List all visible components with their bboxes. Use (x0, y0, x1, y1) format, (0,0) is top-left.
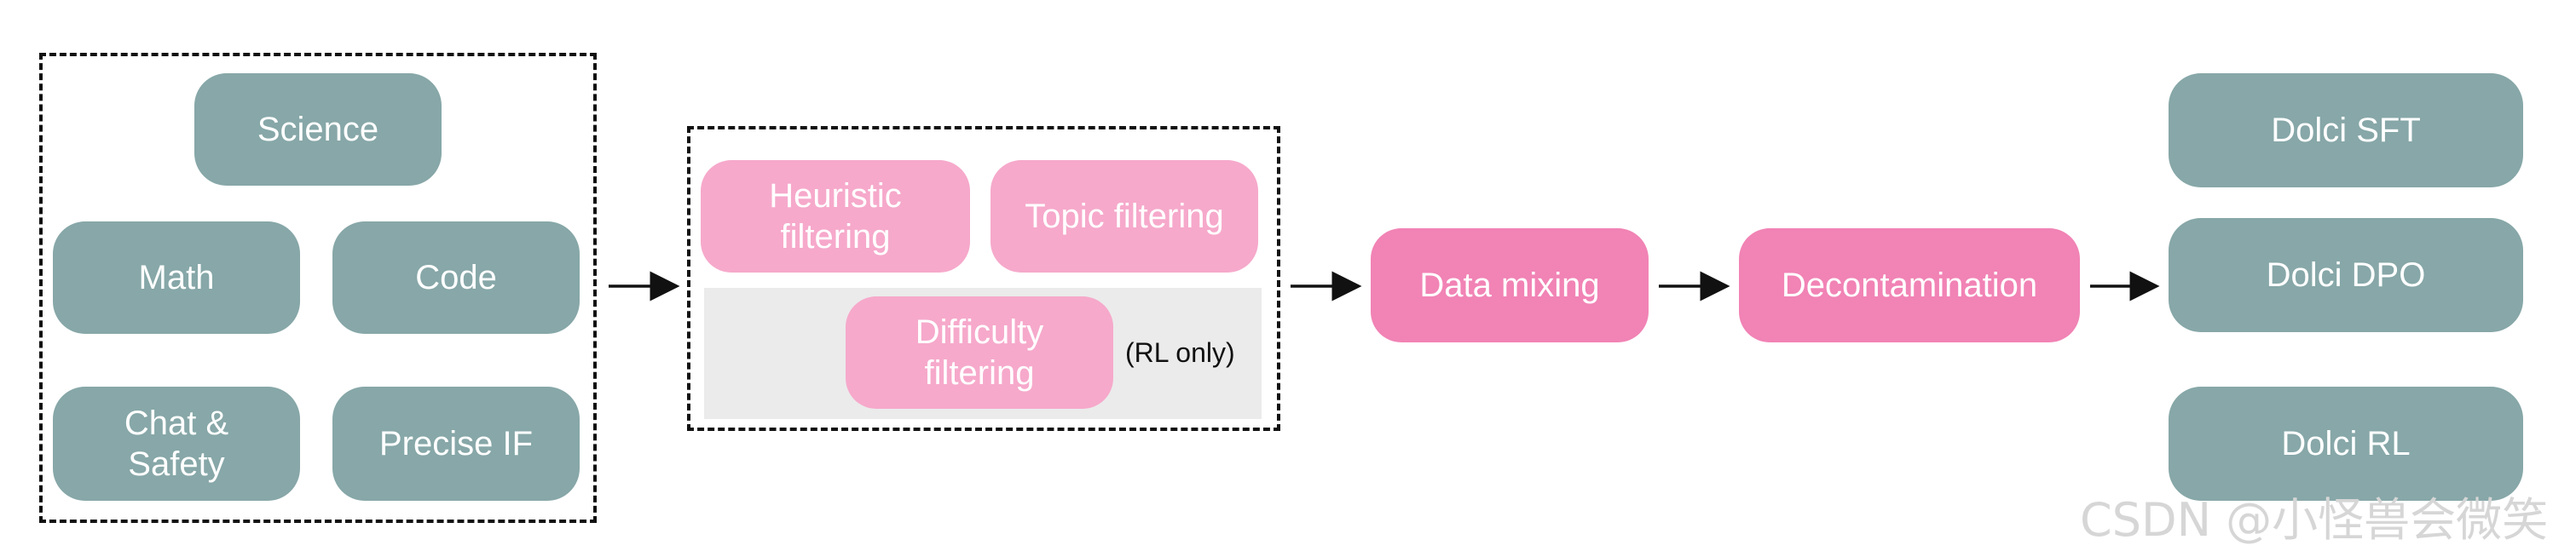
difficulty-filtering-box: Difficulty filtering (846, 296, 1113, 409)
heuristic-filtering-box: Heuristic filtering (701, 160, 970, 273)
decontamination-box: Decontamination (1739, 228, 2080, 342)
science-box: Science (194, 73, 442, 186)
data-mixing-box: Data mixing (1371, 228, 1649, 342)
code-box: Code (332, 221, 580, 334)
precise-if-box: Precise IF (332, 387, 580, 501)
chat-safety-box: Chat & Safety (53, 387, 300, 501)
topic-filtering-box: Topic filtering (991, 160, 1258, 273)
dolci-dpo-box: Dolci DPO (2169, 218, 2523, 332)
rl-only-label: (RL only) (1125, 337, 1235, 368)
sources-group (39, 53, 597, 523)
dolci-sft-box: Dolci SFT (2169, 73, 2523, 187)
dolci-rl-box: Dolci RL (2169, 387, 2523, 501)
watermark: CSDN @小怪兽会微笑 (2080, 493, 2549, 547)
filtering-group (687, 126, 1280, 431)
math-box: Math (53, 221, 300, 334)
